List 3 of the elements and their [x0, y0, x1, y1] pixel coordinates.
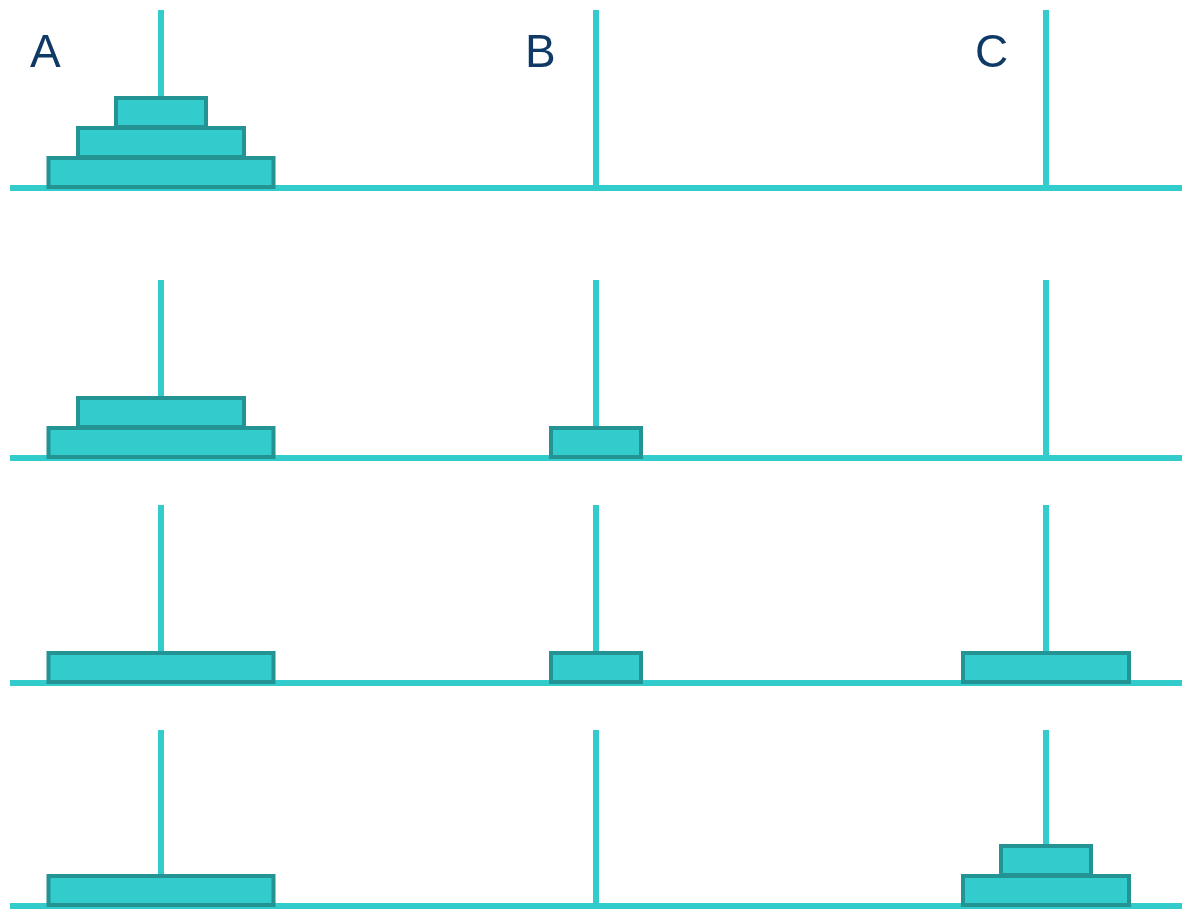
peg-label: B: [525, 28, 556, 74]
peg-label: A: [30, 28, 61, 74]
peg-label: C: [975, 28, 1009, 74]
